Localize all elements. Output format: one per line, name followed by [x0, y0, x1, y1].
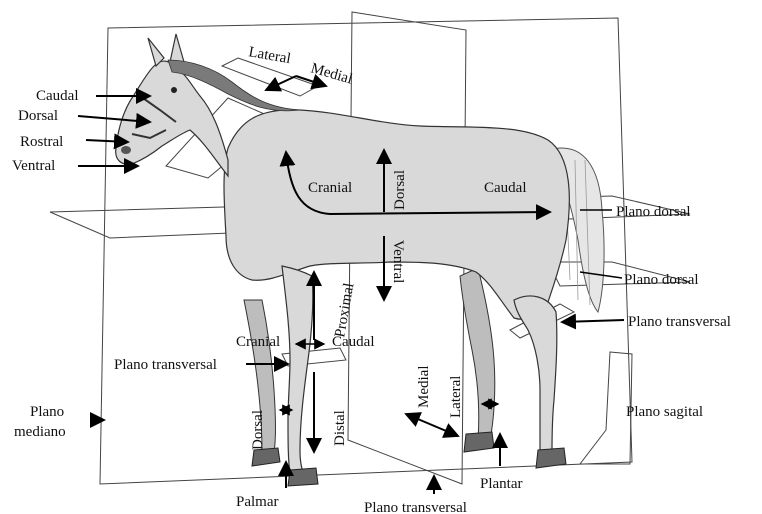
label-cranial-body: Cranial: [308, 180, 352, 196]
label-dorsal-leg: Dorsal: [250, 410, 266, 450]
label-distal: Distal: [332, 410, 348, 446]
label-plano-transversal-bottom: Plano transversal: [364, 500, 467, 514]
label-plano-dorsal-1: Plano dorsal: [616, 204, 691, 220]
label-rostral: Rostral: [20, 134, 63, 150]
label-plano-mediano-line1: Plano: [30, 404, 64, 420]
label-cranial-leg: Cranial: [236, 334, 280, 350]
label-medial-mid: Medial: [416, 366, 432, 409]
label-caudal-leg: Caudal: [332, 334, 375, 350]
label-plantar: Plantar: [480, 476, 523, 492]
horse-illustration: [116, 34, 604, 486]
label-plano-transversal-right: Plano transversal: [628, 314, 731, 330]
label-dorsal-head: Dorsal: [18, 108, 58, 124]
label-caudal-head: Caudal: [36, 88, 79, 104]
label-dorsal-body: Dorsal: [392, 170, 408, 210]
label-caudal-body: Caudal: [484, 180, 527, 196]
label-plano-transversal-left: Plano transversal: [114, 357, 217, 373]
label-ventral-head: Ventral: [12, 158, 55, 174]
label-lateral-mid: Lateral: [448, 376, 464, 418]
label-plano-mediano-line2: mediano: [14, 424, 66, 440]
sagittal-plane-piece: [580, 352, 632, 464]
labels: Caudal Dorsal Rostral Ventral Lateral Me…: [12, 44, 731, 514]
label-plano-dorsal-2: Plano dorsal: [624, 272, 699, 288]
label-plano-sagital: Plano sagital: [626, 404, 703, 420]
label-ventral-body: Ventral: [390, 240, 406, 283]
label-palmar: Palmar: [236, 494, 279, 510]
label-proximal: Proximal: [332, 282, 357, 339]
